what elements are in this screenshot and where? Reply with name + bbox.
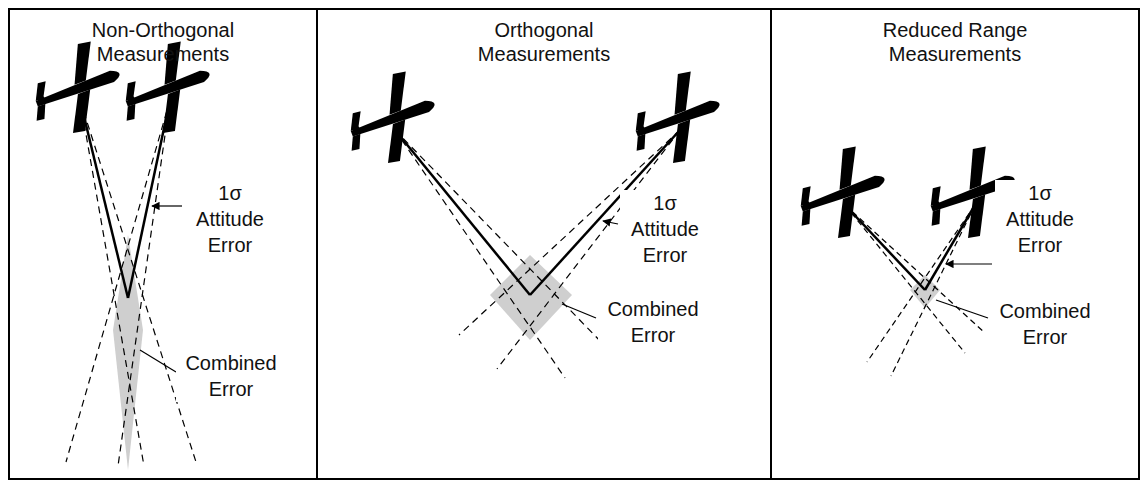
leader-line (152, 205, 182, 206)
leader-line (562, 304, 596, 318)
callout-label: 1σ Attitude Error (620, 190, 710, 268)
combined-error-region (490, 255, 572, 340)
sight-line (80, 100, 170, 298)
callout-label: Combined Error (990, 298, 1100, 350)
aircraft (332, 64, 449, 175)
error-cone (66, 100, 196, 466)
error-cone (845, 205, 985, 376)
leader-line (603, 221, 618, 224)
panel-title: Non-Orthogonal Measurements (78, 18, 248, 66)
panel-title: Reduced Range Measurements (855, 18, 1055, 66)
callout-label: 1σ Attitude Error (185, 180, 275, 258)
aircraft (782, 139, 899, 250)
sight-line (845, 205, 975, 290)
callout-label: Combined Error (176, 350, 286, 402)
callout-label: Combined Error (598, 296, 708, 348)
panel-title: Orthogonal Measurements (469, 18, 619, 66)
leader-line (140, 350, 176, 372)
leader-line (946, 263, 992, 264)
callout-label: 1σ Attitude Error (995, 180, 1085, 258)
leader-line (936, 300, 988, 318)
aircraft (617, 64, 734, 175)
